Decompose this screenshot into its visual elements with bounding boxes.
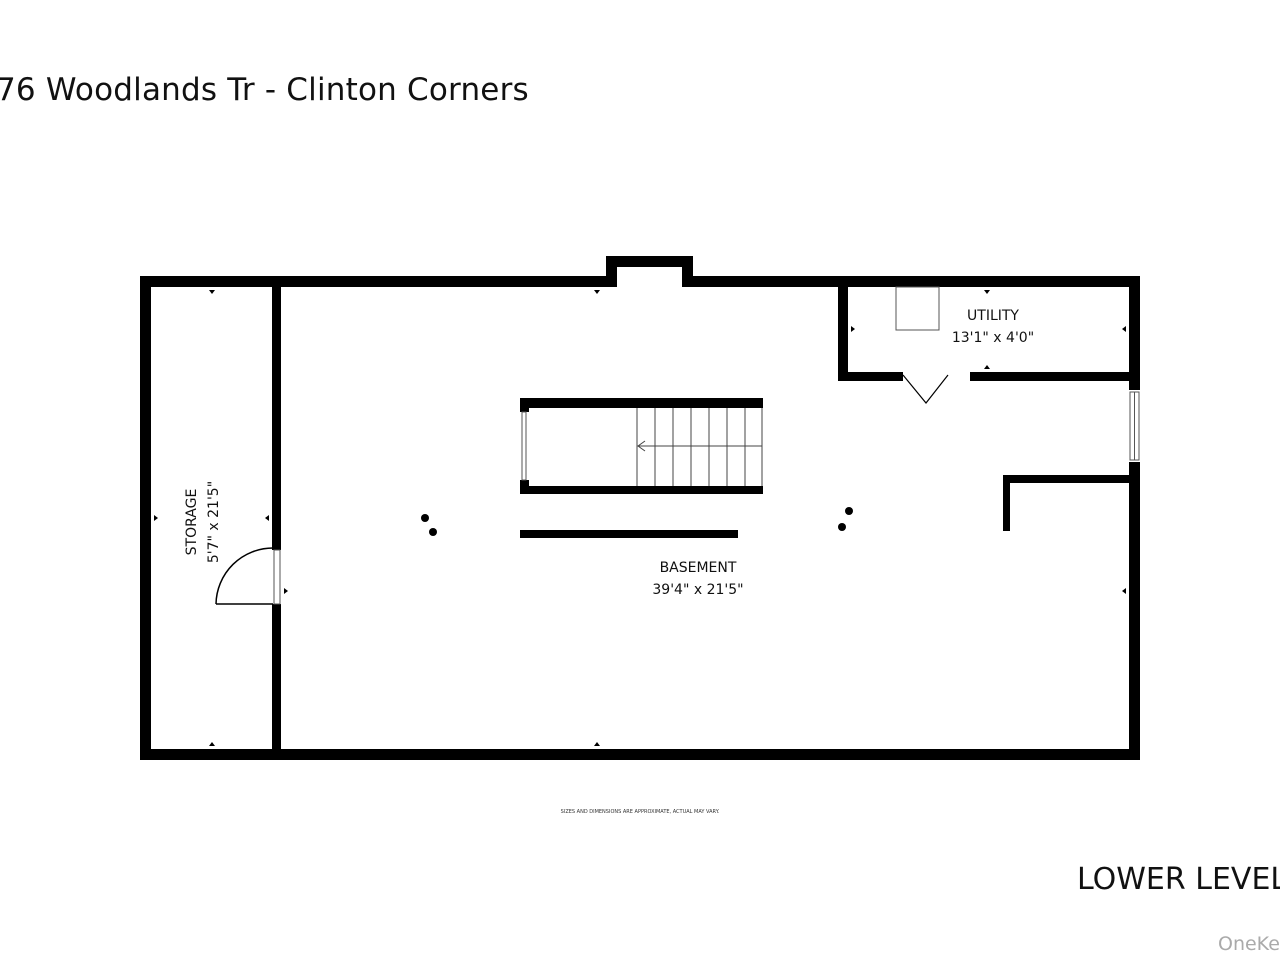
- room-dims: 13'1" x 4'0": [951, 330, 1035, 346]
- room-name: STORAGE: [184, 488, 200, 556]
- half-wall: [520, 530, 738, 538]
- stairs: [636, 408, 763, 486]
- wall-bottom: [140, 749, 1140, 760]
- page-title: 76 Woodlands Tr - Clinton Corners: [0, 72, 529, 108]
- room-name: UTILITY: [967, 308, 1019, 324]
- room-dims: 5'7" x 21'5": [206, 480, 222, 564]
- room-storage: STORAGE 5'7" x 21'5": [181, 481, 225, 563]
- storage-door: [215, 547, 274, 605]
- level-label: LOWER LEVEL: [1077, 862, 1280, 897]
- wall-left: [140, 276, 151, 760]
- room-basement: BASEMENT 39'4" x 21'5": [652, 557, 743, 601]
- room-dims: 39'4" x 21'5": [652, 582, 744, 598]
- disclaimer: SIZES AND DIMENSIONS ARE APPROXIMATE, AC…: [560, 809, 720, 815]
- wall-utility-left: [838, 286, 848, 381]
- utility-door: [902, 374, 949, 404]
- utility-fixture: [895, 286, 940, 331]
- room-name: BASEMENT: [659, 560, 737, 576]
- room-utility: UTILITY 13'1" x 4'0": [952, 305, 1034, 349]
- brand-watermark: OneKey: [1218, 933, 1280, 955]
- wall-storage: [272, 286, 281, 750]
- storage-door-opening: [270, 550, 283, 604]
- wall-right: [1129, 276, 1140, 760]
